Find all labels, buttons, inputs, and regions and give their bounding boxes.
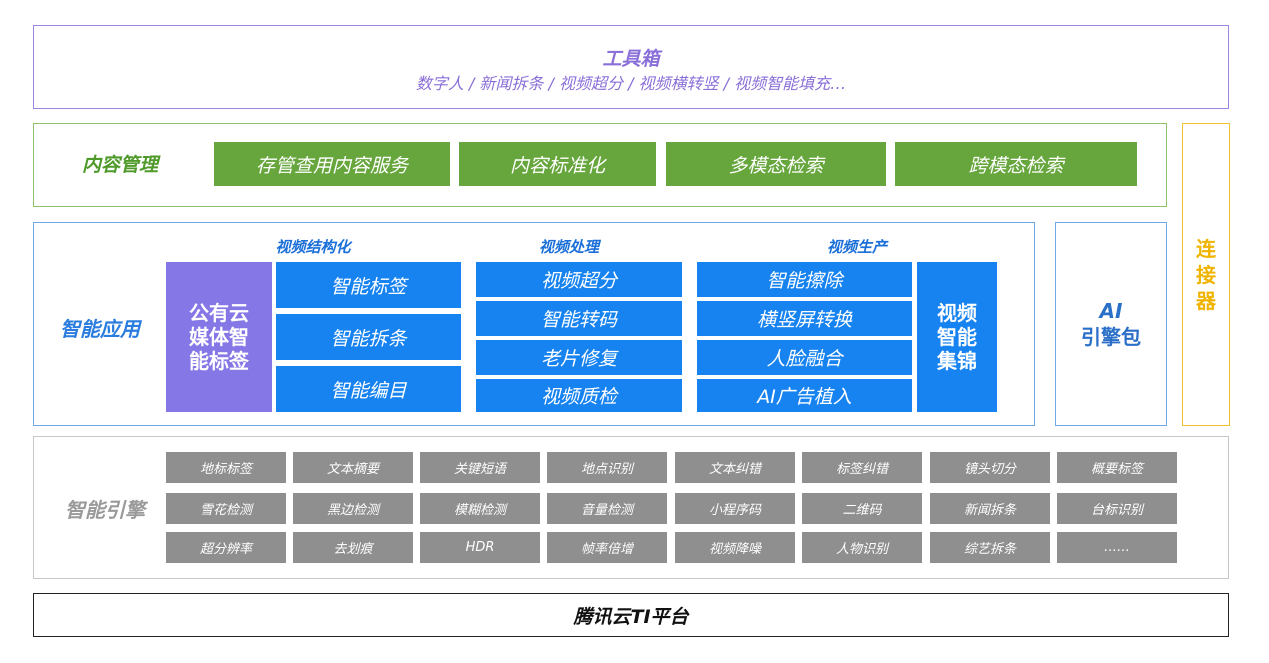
processing-item-transcode: 智能转码 <box>476 301 682 336</box>
engine-capability-cell: 文本纠错 <box>675 452 795 483</box>
connector-label: 连接器 <box>1196 236 1216 313</box>
intelligent-apps-panel <box>33 222 1035 426</box>
processing-item-super-resolution: 视频超分 <box>476 262 682 297</box>
engine-capability-cell: 台标识别 <box>1057 493 1177 524</box>
ai-engine-pack-panel <box>1055 222 1167 426</box>
cm-item-multimodal-search: 多模态检索 <box>666 142 886 186</box>
intelligent-apps-label: 智能应用 <box>60 316 140 341</box>
content-management-panel <box>33 123 1167 207</box>
engine-capability-cell: 文本摘要 <box>293 452 413 483</box>
production-item-smart-erase: 智能擦除 <box>697 262 912 297</box>
connector-panel <box>1182 123 1230 426</box>
structuring-item-smart-split: 智能拆条 <box>276 314 461 360</box>
engine-capability-cell: 雪花检测 <box>166 493 286 524</box>
engine-capability-cell: …… <box>1057 532 1177 563</box>
engine-capability-cell: 音量检测 <box>547 493 667 524</box>
production-title: 视频生产 <box>826 237 887 256</box>
engine-capability-cell: 新闻拆条 <box>930 493 1050 524</box>
video-smart-highlights-block: 视频智能集锦 <box>917 262 997 412</box>
engine-capability-cell: 视频降噪 <box>675 532 795 563</box>
tencent-ti-platform-bar: 腾讯云TI平台 <box>33 593 1229 637</box>
processing-item-quality-check: 视频质检 <box>476 379 682 412</box>
structuring-item-smart-catalog: 智能编目 <box>276 366 461 412</box>
engine-capability-cell: 小程序码 <box>675 493 795 524</box>
cm-item-storage-service: 存管查用内容服务 <box>214 142 450 186</box>
engine-capability-cell: 帧率倍增 <box>547 532 667 563</box>
toolbox-subtitle: 数字人 / 新闻拆条 / 视频超分 / 视频横转竖 / 视频智能填充… <box>415 74 847 93</box>
toolbox-panel <box>33 25 1229 109</box>
intelligent-engine-label: 智能引擎 <box>65 497 145 522</box>
public-cloud-media-tag-block: 公有云媒体智能标签 <box>166 262 272 412</box>
processing-item-restoration: 老片修复 <box>476 340 682 375</box>
cm-item-standardization: 内容标准化 <box>459 142 656 186</box>
toolbox-title: 工具箱 <box>602 48 660 70</box>
ai-engine-pack-line1: AI <box>1099 299 1123 323</box>
engine-capability-cell: 综艺拆条 <box>930 532 1050 563</box>
engine-capability-cell: 地标标签 <box>166 452 286 483</box>
engine-capability-cell: 地点识别 <box>547 452 667 483</box>
ai-engine-pack-line2: 引擎包 <box>1081 325 1141 349</box>
content-management-label: 内容管理 <box>81 153 158 176</box>
intelligent-engine-panel <box>33 436 1229 579</box>
engine-capability-cell: 标签纠错 <box>802 452 922 483</box>
production-item-orientation-convert: 横竖屏转换 <box>697 301 912 336</box>
engine-capability-cell: 关键短语 <box>420 452 540 483</box>
engine-capability-cell: 超分辨率 <box>166 532 286 563</box>
engine-capability-cell: 人物识别 <box>802 532 922 563</box>
ai-engine-pack-label: AI 引擎包 <box>1055 222 1167 426</box>
structuring-title: 视频结构化 <box>275 237 351 256</box>
engine-capability-cell: 去划痕 <box>293 532 413 563</box>
engine-capability-cell: 模糊检测 <box>420 493 540 524</box>
engine-capability-cell: HDR <box>420 532 540 563</box>
processing-title: 视频处理 <box>538 237 599 256</box>
production-item-face-fusion: 人脸融合 <box>697 340 912 375</box>
structuring-item-smart-tag: 智能标签 <box>276 262 461 308</box>
engine-capability-cell: 二维码 <box>802 493 922 524</box>
cm-item-crossmodal-search: 跨模态检索 <box>895 142 1137 186</box>
engine-capability-cell: 镜头切分 <box>930 452 1050 483</box>
production-item-ai-ad-placement: AI广告植入 <box>697 379 912 412</box>
engine-capability-cell: 概要标签 <box>1057 452 1177 483</box>
engine-capability-cell: 黑边检测 <box>293 493 413 524</box>
